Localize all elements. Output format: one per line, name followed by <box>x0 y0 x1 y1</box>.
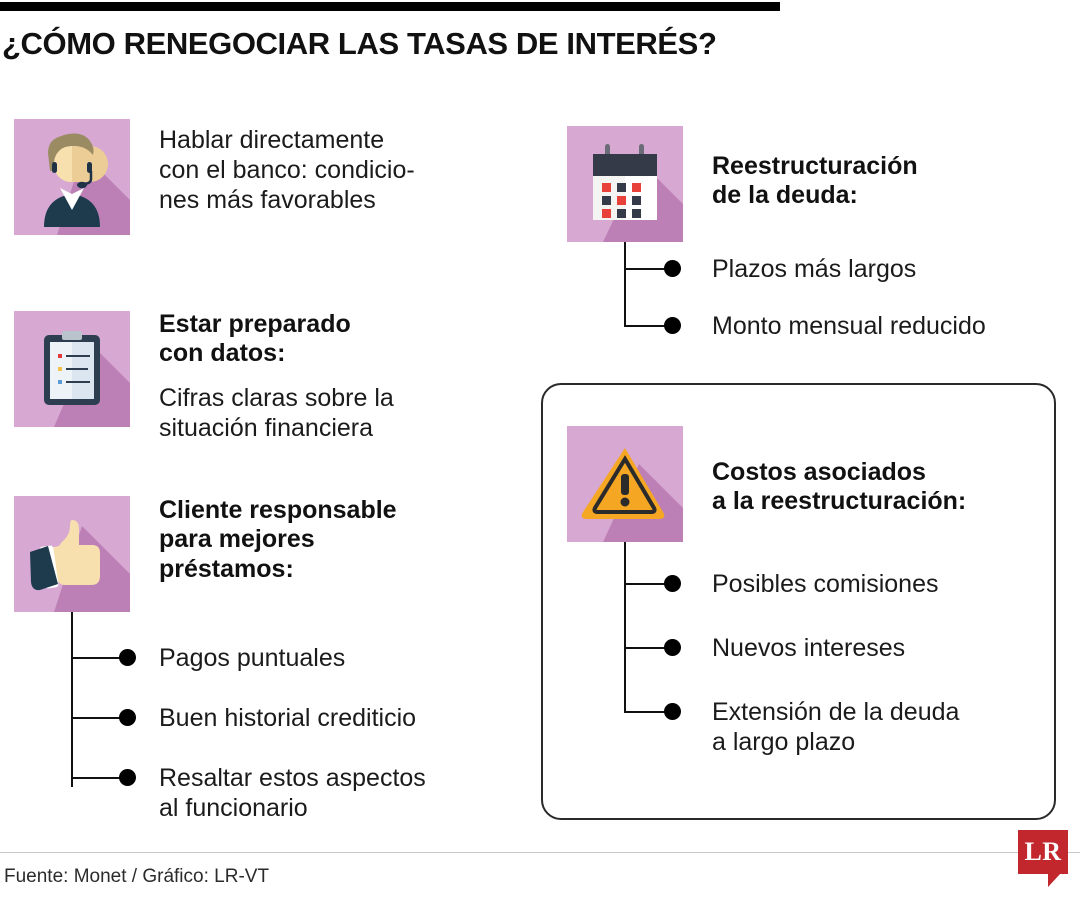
title-top-rule <box>0 2 780 11</box>
right-connector-branch-1a <box>624 268 676 270</box>
source-credit: Fuente: Monet / Gráfico: LR-VT <box>4 866 270 887</box>
agent-glyph <box>44 133 108 227</box>
left-bullet-dot-3 <box>119 769 136 786</box>
right-bullet-dot-2c <box>664 703 681 720</box>
right-connector-branch-1b <box>624 325 676 327</box>
page-title: ¿CÓMO RENEGOCIAR LAS TASAS DE INTERÉS? <box>2 26 717 61</box>
calendar-glyph <box>593 144 657 220</box>
right-bullet-dot-1a <box>664 260 681 277</box>
thumb-glyph <box>30 520 100 591</box>
right-connector-branch-2c <box>624 711 676 713</box>
warning-glyph <box>581 448 665 519</box>
left-bullet-dot-2 <box>119 709 136 726</box>
la-republica-logo: LR <box>1018 830 1068 887</box>
right-bullet-dot-2a <box>664 575 681 592</box>
left-item-3-heading: Cliente responsable para mejores préstam… <box>159 496 397 583</box>
right-bullet-text-2b: Nuevos intereses <box>712 634 906 662</box>
thumbs-up-icon <box>14 496 130 612</box>
logo-background <box>1018 830 1068 874</box>
left-bullet-text-1: Pagos puntuales <box>159 644 346 672</box>
left-item-2-heading: Estar preparado con datos: <box>159 310 351 368</box>
left-connector-trunk <box>71 612 73 787</box>
right-bullet-text-2c: Extensión de la deuda a largo plazo <box>712 698 960 756</box>
warning-triangle-icon <box>567 426 683 542</box>
left-item-2-body: Cifras claras sobre la situación financi… <box>159 384 394 442</box>
right-bullet-text-1a: Plazos más largos <box>712 255 917 283</box>
right-connector-trunk-2 <box>624 542 626 713</box>
right-connector-trunk-1 <box>624 242 626 327</box>
left-connector-branch-2 <box>71 717 123 719</box>
right-bullet-dot-2b <box>664 639 681 656</box>
clipboard-glyph <box>44 331 100 405</box>
left-item-1-body: Hablar directamente con el banco: condic… <box>159 126 415 214</box>
logo-tail <box>1048 873 1061 887</box>
clipboard-icon <box>14 311 130 427</box>
headset-agent-icon <box>14 119 130 235</box>
right-bullet-dot-1b <box>664 317 681 334</box>
calendar-icon <box>567 126 683 242</box>
right-connector-branch-2b <box>624 647 676 649</box>
footer-divider <box>0 852 1080 853</box>
left-bullet-dot-1 <box>119 649 136 666</box>
left-bullet-text-2: Buen historial crediticio <box>159 704 417 732</box>
right-item-1-heading: Reestructuración de la deuda: <box>712 152 918 210</box>
right-connector-branch-2a <box>624 583 676 585</box>
logo-label: LR <box>1024 837 1062 866</box>
left-connector-branch-1 <box>71 657 123 659</box>
left-bullet-text-3: Resaltar estos aspectos al funcionario <box>159 764 426 822</box>
right-item-2-heading: Costos asociados a la reestructuración: <box>712 458 967 516</box>
left-connector-branch-3 <box>71 777 123 779</box>
right-bullet-text-1b: Monto mensual reducido <box>712 312 986 340</box>
right-bullet-text-2a: Posibles comisiones <box>712 570 939 598</box>
